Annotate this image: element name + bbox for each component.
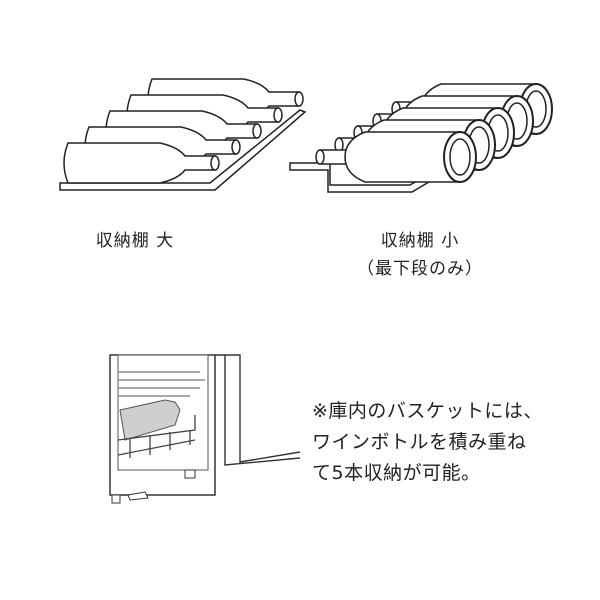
wine-bottle-lying	[63, 142, 220, 184]
bottle-cap	[231, 139, 241, 155]
large-shelf-caption: 収納棚 大	[95, 231, 175, 251]
note-line: ワインボトルを積み重ね	[312, 431, 527, 453]
bottle-cap	[273, 107, 283, 123]
large-shelf-illustration	[59, 78, 307, 191]
bottle-in-basket	[119, 399, 181, 441]
bottle-cap	[315, 149, 325, 165]
small-shelf-subcaption: （最下段のみ）	[357, 259, 483, 279]
basket-note: ※庫内のバスケットには、 ワインボトルを積み重ね て5本収納が可能。	[312, 396, 543, 489]
large-shelf-tray	[59, 109, 307, 191]
wine-cooler-illustration	[109, 354, 301, 504]
small-shelf-caption: 収納棚 小	[380, 231, 460, 251]
small-shelf-illustration	[289, 83, 553, 193]
basket	[117, 415, 196, 458]
cooler-foot	[111, 494, 121, 504]
cooler-door	[215, 354, 301, 466]
bottle-punt	[449, 138, 471, 176]
cooler-hinge	[127, 491, 149, 501]
bottle-body	[63, 142, 216, 184]
note-line: ※庫内のバスケットには、	[312, 400, 543, 422]
bottle-cap	[252, 123, 262, 139]
note-line: て5本収納が可能。	[312, 462, 481, 484]
bottle-cap	[294, 91, 304, 107]
wine-bottle-lying	[315, 131, 477, 183]
cooler-foot	[184, 469, 196, 479]
bottle-cap	[210, 155, 220, 171]
wire-shelf	[118, 371, 205, 397]
bottle-body	[344, 131, 461, 183]
